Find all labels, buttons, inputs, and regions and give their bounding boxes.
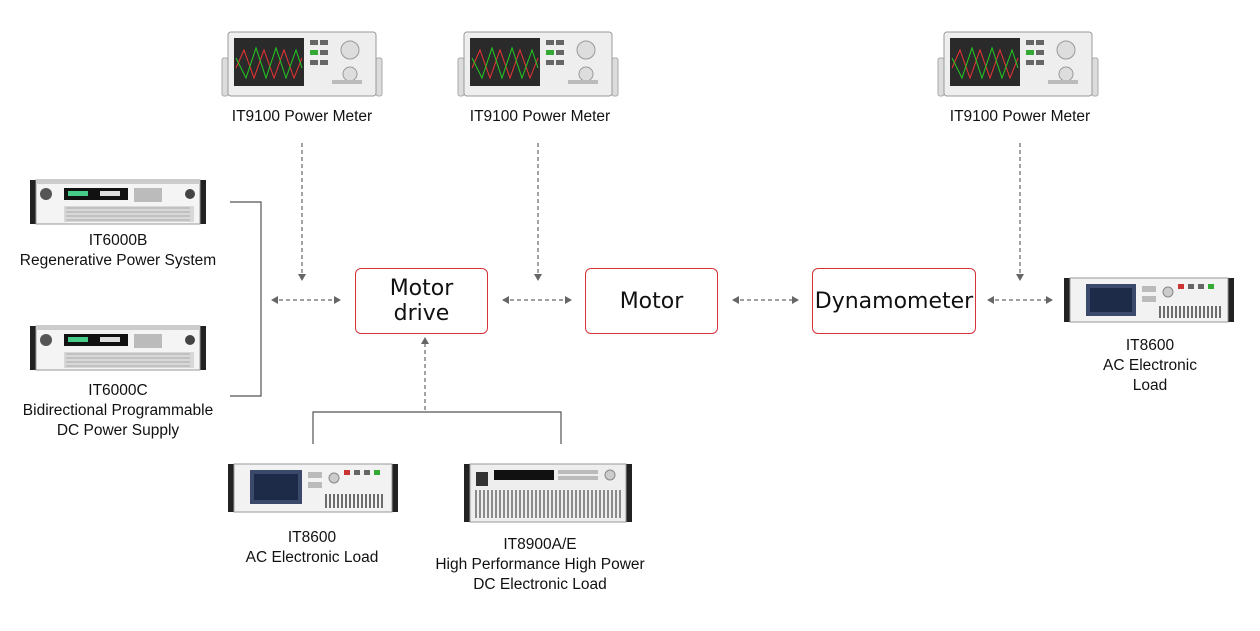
dynamometer-label: Dynamometer (814, 288, 974, 314)
it6000c-desc-line2: DC Power Supply (56, 422, 180, 439)
it6000b-desc: Regenerative Power System (19, 252, 217, 269)
meter-left-label: IT9100 Power Meter (231, 108, 373, 125)
it8600-bottom-image (228, 463, 398, 513)
it8600-right-desc-line2: Load (1132, 377, 1168, 394)
it8600-bottom-desc: AC Electronic Load (245, 549, 379, 566)
power-meter-right-image (937, 31, 1099, 97)
motor-drive-line1: Motor (389, 276, 454, 301)
source-bracket (230, 201, 262, 397)
it8900-image (464, 463, 632, 523)
meter-right-label: IT9100 Power Meter (949, 108, 1091, 125)
motor-drive-block: Motor drive (355, 268, 488, 334)
dynamometer-block: Dynamometer (812, 268, 976, 334)
it8900-desc-line2: DC Electronic Load (473, 576, 607, 593)
it8600-right-model: IT8600 (1125, 337, 1175, 354)
it8900-desc-line1: High Performance High Power (435, 556, 645, 573)
it6000b-model: IT6000B (88, 232, 148, 249)
power-meter-left-image (221, 31, 383, 97)
motor-block: Motor (585, 268, 718, 334)
it8900-model: IT8900A/E (503, 536, 577, 553)
it8600-right-desc-line1: AC Electronic (1103, 357, 1197, 374)
it6000c-desc-line1: Bidirectional Programmable (22, 402, 214, 419)
power-meter-middle-image (457, 31, 619, 97)
it8600-right-image (1064, 277, 1234, 323)
it6000b-image (30, 179, 206, 225)
it8600-bottom-model: IT8600 (287, 529, 337, 546)
motor-drive-line2: drive (393, 301, 450, 326)
meter-middle-label: IT9100 Power Meter (469, 108, 611, 125)
it6000c-image (30, 325, 206, 371)
load-bracket (312, 411, 562, 444)
it6000c-model: IT6000C (88, 382, 148, 399)
motor-label: Motor (619, 288, 684, 314)
